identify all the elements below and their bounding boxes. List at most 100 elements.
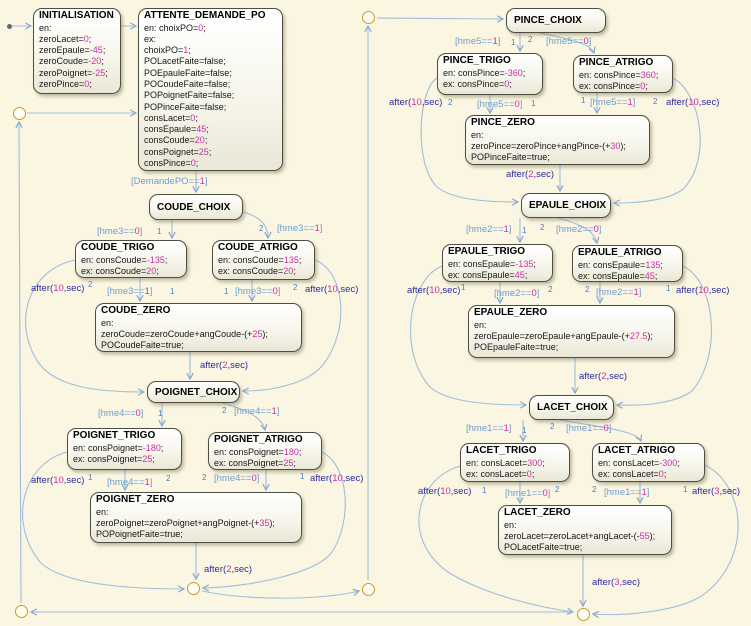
transition-coude-trigo-timeout-to-poignet-choix[interactable] [25, 259, 144, 392]
state-epaule-choix[interactable]: EPAULE_CHOIX [521, 193, 611, 218]
transition-priority-number[interactable]: 1 [224, 287, 228, 297]
state-poignet-choix[interactable]: POIGNET_CHOIX [147, 381, 240, 403]
state-coude-choix[interactable]: COUDE_CHOIX [149, 194, 243, 220]
transition-priority-number[interactable]: 1 [683, 485, 687, 495]
transition-priority-number[interactable]: 1 [522, 226, 526, 236]
transition-priority-number[interactable]: 1 [170, 287, 174, 297]
transition-label[interactable]: [hme4==0] [214, 474, 259, 484]
transition-label[interactable]: after(3,sec) [692, 487, 740, 497]
transition-label[interactable]: [hme5==1] [590, 98, 635, 108]
connective-junction[interactable] [361, 582, 375, 596]
transition-priority-number[interactable]: 1 [157, 227, 161, 237]
transition-coude-choix-to-coude-atrigo[interactable] [242, 211, 268, 238]
transition-pince-atrigo-timeout-to-epaule-choix[interactable] [614, 77, 701, 203]
transition-priority-number[interactable]: 1 [522, 426, 526, 436]
transition-label[interactable]: [hme3==0] [235, 287, 280, 297]
transition-priority-number[interactable]: 1 [581, 96, 585, 106]
transition-pince-choix-to-pince-atrigo[interactable] [539, 32, 594, 53]
transition-label[interactable]: after(2,sec) [506, 170, 554, 180]
transition-priority-number[interactable]: 2 [293, 283, 297, 293]
transition-label[interactable]: [hme2==1] [596, 288, 641, 298]
transition-priority-number[interactable]: 1 [531, 99, 535, 109]
transition-poignet-atrigo-timeout-to-junction[interactable] [203, 451, 346, 588]
transition-priority-number[interactable]: 2 [166, 474, 170, 484]
transition-lacet-trigo-timeout-to-junction[interactable] [418, 465, 573, 612]
transition-priority-number[interactable]: 2 [448, 98, 452, 108]
transition-label[interactable]: [hme4==1] [234, 407, 279, 417]
transition-poignet-choix-to-poignet-atrigo[interactable] [221, 402, 265, 430]
transition-label[interactable]: after(10,sec) [666, 98, 719, 108]
transition-junction-to-pince-choix[interactable] [376, 18, 503, 19]
transition-priority-number[interactable]: 2 [528, 35, 532, 45]
transition-label[interactable]: [hme4==0] [98, 409, 143, 419]
transition-label[interactable]: [hme1==1] [604, 488, 649, 498]
transition-label[interactable]: after(10,sec) [407, 286, 460, 296]
transition-label[interactable]: after(3,sec) [592, 578, 640, 588]
connective-junction[interactable] [12, 106, 26, 120]
transition-label[interactable]: [hme2==0] [494, 289, 539, 299]
transition-label[interactable]: after(10,sec) [305, 285, 358, 295]
transition-priority-number[interactable]: 2 [585, 285, 589, 295]
transition-priority-number[interactable]: 1 [158, 409, 162, 419]
transition-priority-number[interactable]: 1 [300, 472, 304, 482]
transition-priority-number[interactable]: 2 [88, 280, 92, 290]
connective-junction[interactable] [576, 607, 590, 621]
transition-label[interactable]: after(10,sec) [389, 98, 442, 108]
transition-priority-number[interactable]: 2 [202, 473, 206, 483]
transition-label[interactable]: after(10,sec) [310, 474, 363, 484]
transition-label[interactable]: [hme5==0] [477, 100, 522, 110]
transition-priority-number[interactable]: 1 [482, 486, 486, 496]
connective-junction[interactable] [14, 604, 28, 618]
transition-label[interactable]: [hme2==0] [556, 225, 601, 235]
transition-priority-number[interactable]: 2 [555, 485, 559, 495]
transition-label[interactable]: [hme2==1] [466, 225, 511, 235]
transition-priority-number[interactable]: 2 [592, 485, 596, 495]
state-pince-choix[interactable]: PINCE_CHOIX [506, 8, 606, 33]
connective-junction[interactable] [361, 10, 375, 24]
transition-junction-to-junction-bottom[interactable] [201, 591, 359, 599]
transition-label[interactable]: [hme1==1] [466, 424, 511, 434]
transition-priority-number[interactable]: 1 [511, 38, 515, 48]
transition-priority-number[interactable]: 1 [666, 284, 670, 294]
transition-pince-trigo-timeout-to-epaule-choix[interactable] [420, 77, 518, 202]
transition-label[interactable]: [hme5==1] [455, 37, 500, 47]
transition-lacet-choix-to-lacet-atrigo[interactable] [559, 419, 641, 441]
transition-priority-number[interactable]: 2 [259, 224, 263, 234]
transition-priority-number[interactable]: 2 [550, 422, 554, 432]
transition-label[interactable]: [hme5==0] [546, 37, 591, 47]
transition-priority-number[interactable]: 2 [653, 97, 657, 107]
transition-priority-number[interactable]: 2 [548, 285, 552, 295]
transition-label[interactable]: after(10,sec) [31, 476, 84, 486]
transition-label[interactable]: [DemandePO==1] [131, 177, 208, 187]
transition-label[interactable]: after(2,sec) [204, 565, 252, 575]
transition-label[interactable]: after(10,sec) [31, 284, 84, 294]
transition-epaule-trigo-timeout-to-lacet-choix[interactable] [410, 265, 526, 405]
transition-label[interactable]: [hme3==1] [277, 224, 322, 234]
transition-label[interactable]: [hme3==1] [107, 287, 152, 297]
transition-label[interactable]: [hme1==0] [505, 489, 550, 499]
transition-priority-number[interactable]: 1 [88, 473, 92, 483]
transition-priority-number[interactable]: 2 [222, 406, 226, 416]
state-lacet-choix[interactable]: LACET_CHOIX [529, 395, 614, 420]
transition-epaule-atrigo-timeout-to-lacet-choix[interactable] [617, 265, 712, 405]
transition-priority-number[interactable]: 2 [540, 223, 544, 233]
transition-epaule-choix-to-epaule-atrigo[interactable] [557, 217, 597, 243]
transition-priority-number[interactable]: 1 [461, 283, 465, 293]
